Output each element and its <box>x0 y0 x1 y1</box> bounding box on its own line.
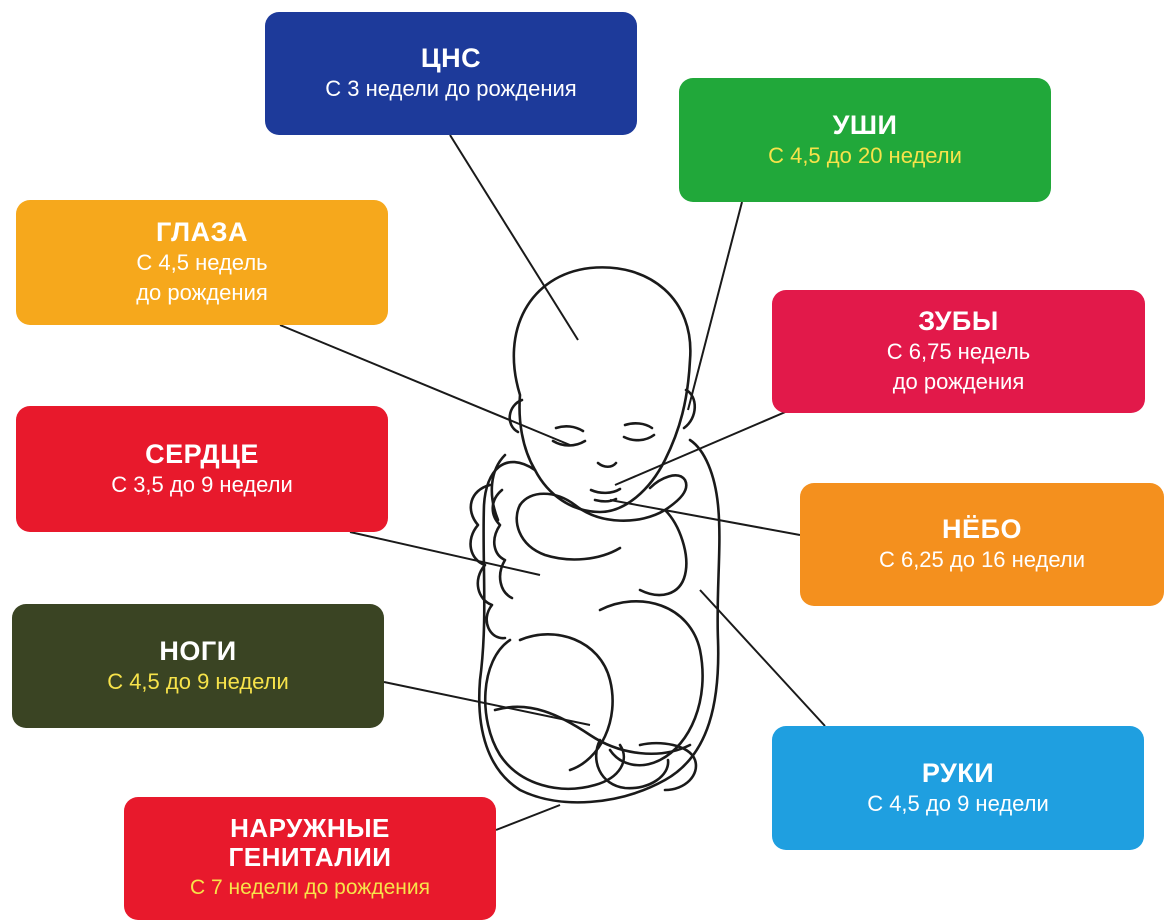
label-ears-title: УШИ <box>833 110 898 141</box>
label-palate: НЁБО С 6,25 до 16 недели <box>800 483 1164 606</box>
label-eyes-title: ГЛАЗА <box>156 217 248 248</box>
label-palate-sub: С 6,25 до 16 недели <box>879 545 1085 575</box>
fetus-head <box>514 267 691 512</box>
label-ears: УШИ С 4,5 до 20 недели <box>679 78 1051 202</box>
label-teeth-sub-line1: С 6,75 недель <box>887 337 1030 367</box>
leader-palate <box>610 500 800 535</box>
leader-ears <box>688 202 742 410</box>
label-teeth: ЗУБЫ С 6,75 недель до рождения <box>772 290 1145 413</box>
leader-cns <box>450 135 578 340</box>
label-legs-sub: С 4,5 до 9 недели <box>107 667 289 697</box>
label-teeth-sub-line2: до рождения <box>887 367 1030 397</box>
label-legs-title: НОГИ <box>159 636 236 667</box>
label-heart-title: СЕРДЦЕ <box>145 439 259 470</box>
label-palate-title: НЁБО <box>942 514 1022 545</box>
label-eyes-sub-line1: С 4,5 недель <box>136 248 268 278</box>
label-eyes: ГЛАЗА С 4,5 недель до рождения <box>16 200 388 325</box>
label-genitals-title-line1: НАРУЖНЫЕ <box>228 814 391 843</box>
label-genitals-title-line2: ГЕНИТАЛИИ <box>228 843 391 872</box>
label-cns: ЦНС С 3 недели до рождения <box>265 12 637 135</box>
label-teeth-title: ЗУБЫ <box>918 306 999 337</box>
label-arms: РУКИ С 4,5 до 9 недели <box>772 726 1144 850</box>
label-genitals-title: НАРУЖНЫЕ ГЕНИТАЛИИ <box>228 814 391 872</box>
label-cns-title: ЦНС <box>421 43 481 74</box>
label-teeth-sub: С 6,75 недель до рождения <box>887 337 1030 396</box>
label-heart-sub: С 3,5 до 9 недели <box>111 470 293 500</box>
label-legs: НОГИ С 4,5 до 9 недели <box>12 604 384 728</box>
label-eyes-sub-line2: до рождения <box>136 278 268 308</box>
label-genitals-sub: С 7 недели до рождения <box>190 874 430 902</box>
label-genitals: НАРУЖНЫЕ ГЕНИТАЛИИ С 7 недели до рождени… <box>124 797 496 920</box>
label-ears-sub: С 4,5 до 20 недели <box>768 141 962 171</box>
label-eyes-sub: С 4,5 недель до рождения <box>136 248 268 307</box>
leader-genitals <box>496 805 560 830</box>
label-heart: СЕРДЦЕ С 3,5 до 9 недели <box>16 406 388 532</box>
label-arms-sub: С 4,5 до 9 недели <box>867 789 1049 819</box>
label-arms-title: РУКИ <box>922 758 994 789</box>
leader-teeth <box>615 410 790 485</box>
label-cns-sub: С 3 недели до рождения <box>325 74 576 104</box>
leader-heart <box>350 532 540 575</box>
